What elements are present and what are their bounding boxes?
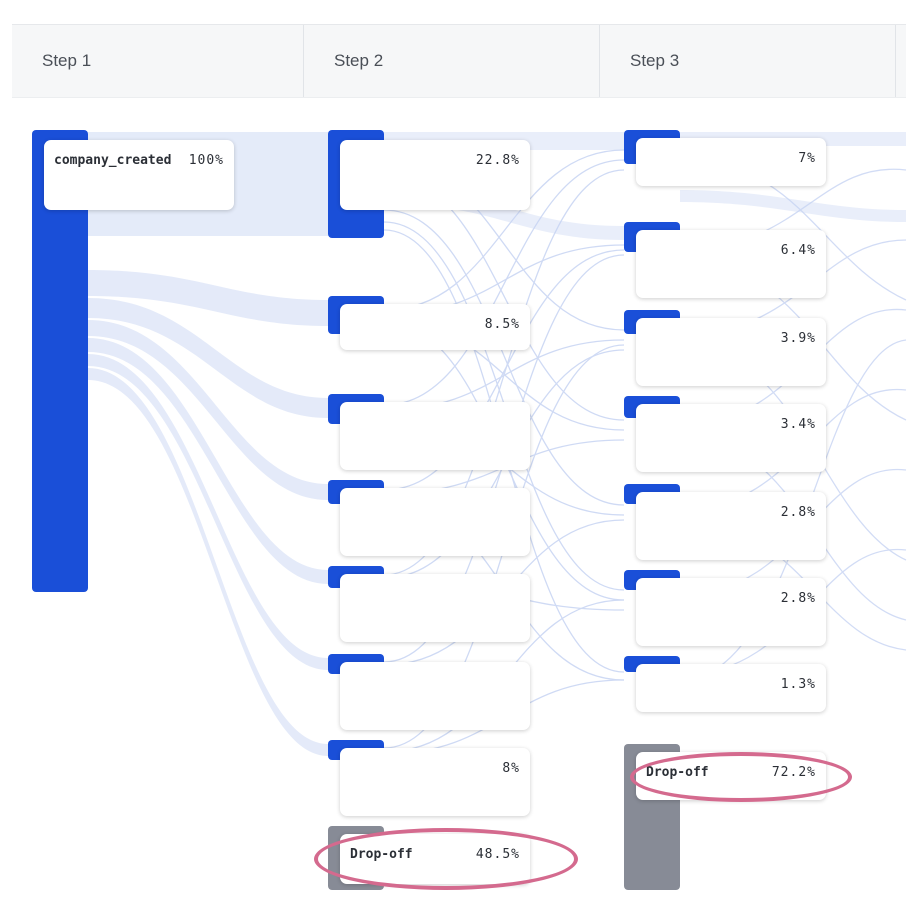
node-label: company_created: [54, 153, 172, 168]
node-percent: 2.8%: [780, 591, 816, 606]
step2-node-card[interactable]: 22.8%: [340, 140, 530, 210]
step3-node-card[interactable]: 2.8%: [636, 578, 826, 646]
step-3-column-header[interactable]: Step 3: [600, 25, 896, 97]
node-percent: 1.3%: [780, 677, 816, 692]
step1-node-card[interactable]: company_created 100%: [44, 140, 234, 210]
step3-node-card[interactable]: 1.3%: [636, 664, 826, 712]
step3-node-card[interactable]: 7%: [636, 138, 826, 186]
step1-step2-flows: [88, 132, 328, 756]
node-percent: 8.5%: [484, 317, 520, 332]
step3-node-card[interactable]: 2.8%: [636, 492, 826, 560]
node-percent: 3.4%: [780, 417, 816, 432]
step3-node-card[interactable]: 3.9%: [636, 318, 826, 386]
node-percent: 22.8%: [475, 153, 520, 168]
step-3-label: Step 3: [630, 51, 680, 70]
step-1-column-header[interactable]: Step 1: [12, 25, 304, 97]
step2-node-card[interactable]: [340, 402, 530, 470]
step-2-column-header[interactable]: Step 2: [304, 25, 600, 97]
node-percent: 6.4%: [780, 243, 816, 258]
node-percent: 100%: [188, 153, 224, 168]
step3-node-card[interactable]: 6.4%: [636, 230, 826, 298]
step-1-label: Step 1: [42, 51, 92, 70]
step2-node-card[interactable]: [340, 574, 530, 642]
node-percent: 2.8%: [780, 505, 816, 520]
node-percent: 8%: [502, 761, 520, 776]
step2-node-card[interactable]: 8.5%: [340, 304, 530, 350]
step3-dropoff-highlight: [630, 752, 852, 802]
node-percent: 7%: [798, 151, 816, 166]
steps-header: Step 1 Step 2 Step 3: [12, 24, 906, 98]
step2-node-card[interactable]: [340, 488, 530, 556]
step2-node-card[interactable]: 8%: [340, 748, 530, 816]
step2-node-card[interactable]: [340, 662, 530, 730]
step-2-label: Step 2: [334, 51, 384, 70]
step2-dropoff-highlight: [314, 828, 578, 890]
node-percent: 3.9%: [780, 331, 816, 346]
step3-node-card[interactable]: 3.4%: [636, 404, 826, 472]
